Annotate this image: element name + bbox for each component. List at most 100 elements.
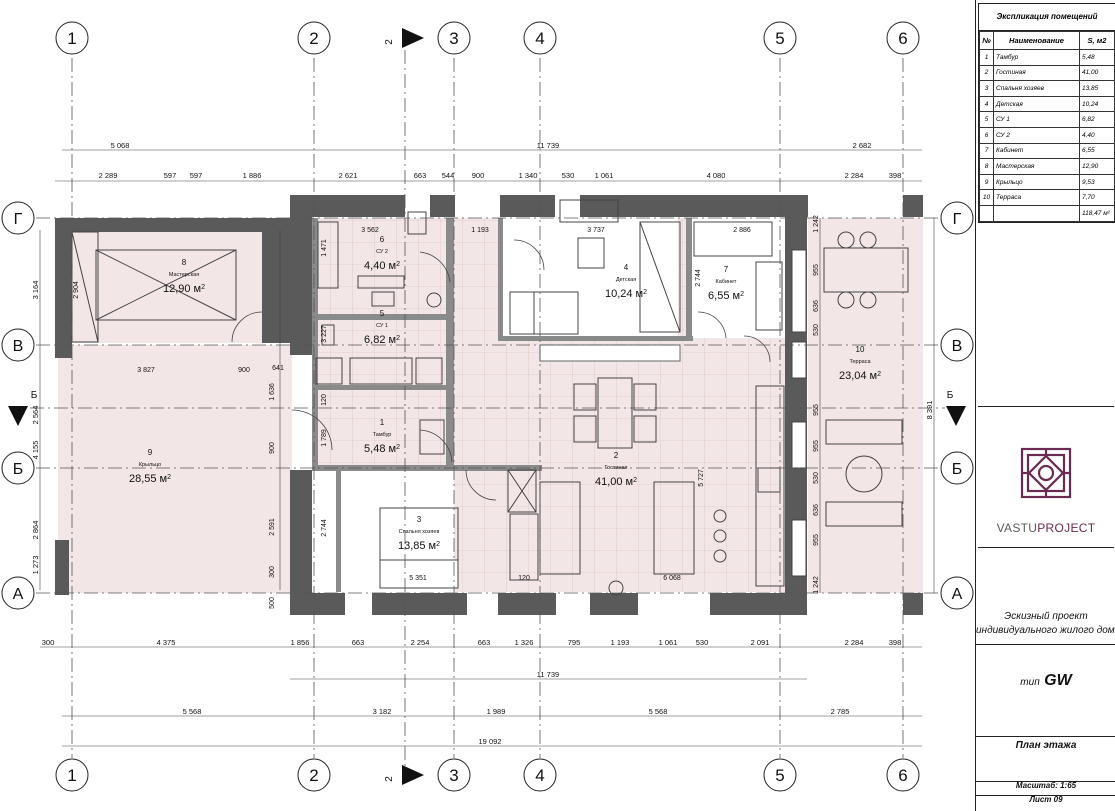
dimension-label: 300: [42, 638, 55, 647]
row-name: Гостиная: [993, 64, 1080, 82]
room-bath-fill: [312, 218, 452, 468]
dimension-label: 1 886: [243, 171, 262, 180]
type-code: GW: [1044, 672, 1072, 689]
sheet-title-text: План этажа: [1015, 740, 1077, 751]
room-number: 10: [856, 345, 865, 354]
room-number: 6: [380, 235, 385, 244]
axis-label-top: 2: [309, 29, 318, 48]
explication-row: 118,47 м²: [979, 204, 1115, 222]
row-name: Кабинет: [993, 142, 1080, 160]
axis-label-right: Г: [953, 211, 962, 228]
dimension-label: 8 391: [925, 401, 934, 420]
dimension-label: 2 564: [31, 406, 40, 425]
row-area: 12,90: [1079, 158, 1115, 175]
dimension-label: 1 242: [813, 576, 820, 594]
explication-title: Экспликация помещений: [979, 4, 1115, 31]
title-sidebar: Экспликация помещений № Наименование S, …: [975, 0, 1115, 811]
logo-mark: [1020, 447, 1072, 499]
row-name: СУ 1: [993, 111, 1080, 128]
room-area: 41,00 м2: [595, 476, 637, 488]
room-name: Крыльцо: [139, 462, 161, 468]
col-name: Наименование: [993, 31, 1080, 50]
row-area: 13,85: [1079, 80, 1115, 97]
dimension-label: 1 340: [519, 171, 538, 180]
dimension-label: 5 568: [183, 707, 202, 716]
room-area: 5,48 м2: [364, 443, 400, 455]
row-num: 9: [979, 173, 994, 191]
axis-label-top: 5: [775, 29, 784, 48]
row-num: 1: [979, 49, 994, 66]
dimension-label: 955: [813, 404, 820, 416]
row-name: Спальня хозяев: [993, 80, 1080, 97]
room-number: 1: [380, 418, 385, 427]
dimension-label: 900: [472, 171, 485, 180]
dimension-label: 120: [321, 394, 328, 406]
dimension-label: 2 289: [99, 171, 118, 180]
dimension-label: 1 471: [321, 239, 328, 257]
axis-label-right: Б: [952, 461, 963, 478]
axis-label-left: В: [13, 338, 24, 355]
room-name: Детская: [616, 277, 636, 283]
room-name: Терраса: [849, 359, 871, 365]
dimension-label: 530: [813, 324, 820, 336]
row-name: Тамбур: [993, 49, 1080, 66]
row-num: 3: [979, 80, 994, 97]
dimension-lines: [39, 149, 935, 747]
section-label: 2: [384, 776, 395, 782]
axis-label-bottom: 4: [535, 766, 544, 785]
dimension-label: 2 744: [695, 269, 702, 287]
dimension-label: 398: [889, 638, 902, 647]
dimension-label: 1 193: [471, 227, 489, 234]
col-area: S, м2: [1079, 31, 1115, 50]
dimension-label: 2 091: [751, 638, 770, 647]
axis-label-top: 6: [898, 29, 907, 48]
dimension-label: 1 061: [595, 171, 614, 180]
dimension-label: 1 242: [813, 215, 820, 233]
row-name: Мастерская: [993, 158, 1080, 175]
dimension-label: 2 254: [411, 638, 430, 647]
dimension-label: 4 375: [157, 638, 176, 647]
dimension-label: 795: [568, 638, 581, 647]
row-name: Крыльцо: [993, 173, 1080, 191]
dimension-label: 3 737: [587, 227, 605, 234]
axis-label-left: Б: [13, 461, 24, 478]
row-num: 4: [979, 95, 994, 113]
dimension-label: 2 682: [853, 141, 872, 150]
logo-block: VASTUPROJECT: [978, 406, 1114, 548]
dimension-label: 11 739: [537, 141, 559, 150]
room-area: 13,85 м2: [398, 540, 440, 552]
axis-label-top: 1: [67, 29, 76, 48]
logo-brand-b: PROJECT: [1037, 521, 1096, 535]
dimension-label: 5 351: [409, 575, 427, 582]
row-area: 6,55: [1079, 142, 1115, 160]
dimension-label: 3 182: [373, 707, 392, 716]
dimension-label: 5 727: [698, 469, 705, 487]
dimension-label: 3 562: [361, 227, 379, 234]
dimension-label: 663: [352, 638, 365, 647]
dimension-label: 3 827: [137, 367, 155, 374]
col-num: №: [979, 31, 994, 50]
dimension-label: 2 284: [845, 638, 864, 647]
dimension-label: 1 856: [291, 638, 310, 647]
dimension-label: 2 785: [831, 707, 850, 716]
row-area: 9,53: [1079, 173, 1115, 191]
section-label: 2: [384, 39, 395, 45]
dimension-label: 398: [889, 171, 902, 180]
dimension-label: 544: [442, 171, 455, 180]
section-markers: [8, 28, 966, 785]
axis-label-right: А: [952, 586, 963, 603]
axis-label-bottom: 6: [898, 766, 907, 785]
section-label: Б: [31, 390, 38, 401]
row-area: 4,40: [1079, 126, 1115, 144]
row-name: Детская: [993, 95, 1080, 113]
dimension-label: 1 636: [269, 383, 276, 401]
dimension-label: 900: [238, 367, 250, 374]
